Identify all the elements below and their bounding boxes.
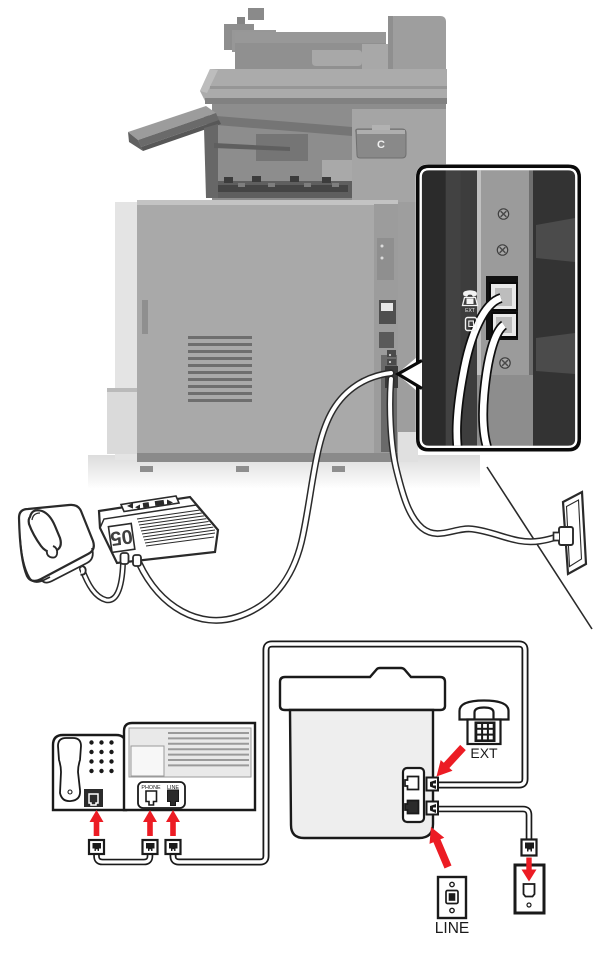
svg-text:LINE: LINE bbox=[167, 785, 179, 791]
svg-text:EXT: EXT bbox=[470, 745, 498, 761]
svg-text:EXT: EXT bbox=[465, 308, 475, 314]
svg-text:05: 05 bbox=[109, 524, 134, 549]
svg-text:LINE: LINE bbox=[435, 920, 469, 937]
svg-text:C: C bbox=[377, 139, 385, 151]
svg-text:PHONE: PHONE bbox=[141, 785, 161, 791]
